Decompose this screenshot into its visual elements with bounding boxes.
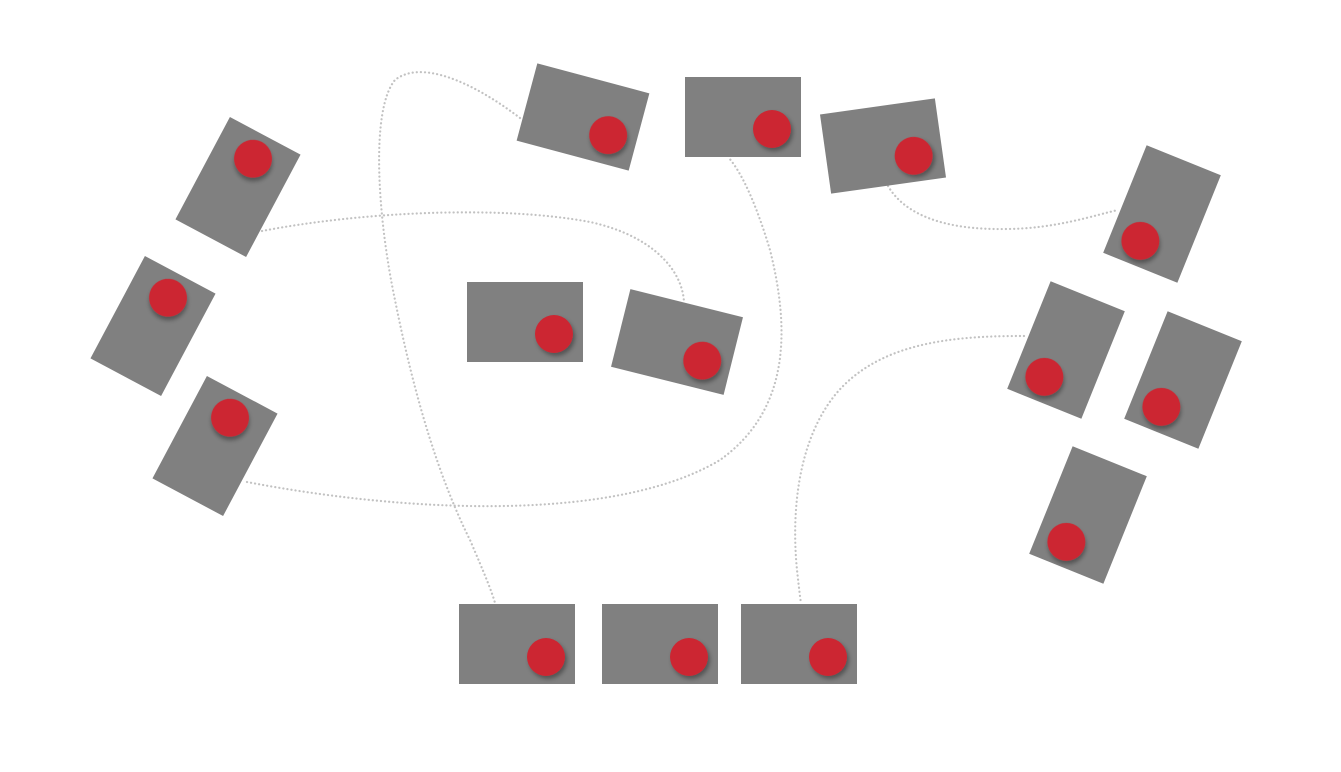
card[interactable]: [1007, 281, 1125, 419]
card[interactable]: [602, 604, 718, 684]
card[interactable]: [819, 98, 947, 194]
red-dot-icon: [1121, 221, 1160, 260]
connector-card-3-to-card-6: [245, 155, 783, 508]
card[interactable]: [1124, 311, 1242, 449]
red-dot-icon: [1025, 357, 1064, 396]
card[interactable]: [459, 604, 575, 684]
card[interactable]: [685, 77, 801, 157]
cards-layer: [90, 63, 1242, 684]
card-body[interactable]: [1124, 311, 1242, 449]
card-body[interactable]: [611, 289, 743, 395]
red-dot-icon: [211, 398, 250, 437]
card[interactable]: [611, 289, 743, 395]
card-body[interactable]: [90, 256, 216, 396]
red-dot-icon: [234, 139, 273, 178]
red-dot-icon: [1142, 387, 1181, 426]
connector-card-4-to-card-14: [378, 71, 522, 605]
card[interactable]: [152, 376, 278, 516]
red-dot-icon: [683, 341, 722, 380]
card[interactable]: [516, 63, 650, 171]
card-body[interactable]: [1029, 446, 1147, 584]
card[interactable]: [741, 604, 857, 684]
red-dot-icon: [149, 278, 188, 317]
connectors-layer: [245, 71, 1120, 605]
connector-card-7-to-card-10: [886, 184, 1120, 231]
connector-card-1-to-card-9: [260, 211, 686, 304]
card-body[interactable]: [1007, 281, 1125, 419]
card[interactable]: [1029, 446, 1147, 584]
red-dot-icon: [589, 116, 628, 155]
connector-card-11-to-card-16: [794, 334, 1026, 605]
red-dot-icon: [894, 136, 933, 175]
red-dot-icon: [809, 638, 847, 676]
card[interactable]: [90, 256, 216, 396]
card-body[interactable]: [175, 117, 301, 257]
card[interactable]: [467, 282, 583, 362]
card[interactable]: [1103, 145, 1221, 283]
red-dot-icon: [670, 638, 708, 676]
red-dot-icon: [535, 315, 573, 353]
card[interactable]: [175, 117, 301, 257]
card-body[interactable]: [1103, 145, 1221, 283]
red-dot-icon: [1047, 522, 1086, 561]
card-body[interactable]: [516, 63, 650, 171]
red-dot-icon: [753, 110, 791, 148]
card-body[interactable]: [152, 376, 278, 516]
red-dot-icon: [527, 638, 565, 676]
